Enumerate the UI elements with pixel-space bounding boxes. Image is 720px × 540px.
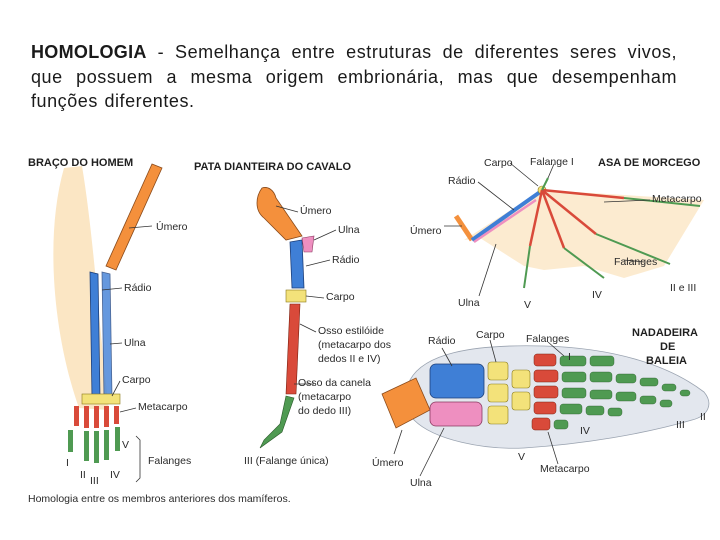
whale-label-ulna: Ulna (410, 477, 432, 489)
human-digit-4: IV (110, 469, 120, 481)
human-label-carpo: Carpo (122, 374, 151, 386)
whale-ulna (430, 402, 482, 426)
bat-title: ASA DE MORCEGO (598, 157, 701, 169)
whale-radius (430, 364, 484, 398)
horse-label-ulna: Ulna (338, 224, 360, 236)
horse-carpals (286, 290, 306, 302)
figure-caption: Homologia entre os membros anteriores do… (28, 493, 291, 505)
human-metacarpals (74, 406, 119, 428)
human-ulna (102, 272, 112, 398)
human-label-umero: Úmero (156, 220, 188, 233)
human-humerus (106, 164, 162, 270)
whale-digit-4: IV (580, 425, 590, 437)
horse-label-carpo: Carpo (326, 291, 355, 303)
human-carpals (82, 394, 120, 404)
bat-label-ulna: Ulna (458, 297, 480, 309)
human-arm-skin (53, 166, 109, 410)
horse-label-radio: Rádio (332, 254, 360, 266)
whale-label-metacarpo: Metacarpo (540, 463, 590, 475)
horse-humerus (257, 187, 302, 240)
human-digit-2: II (80, 469, 86, 481)
horse-leg-diagram: PATA DIANTEIRA DO CAVALO Úmero Ulna Rádi… (194, 161, 391, 467)
bat-digit-4: IV (592, 289, 602, 301)
bat-label-metacarpo: Metacarpo (652, 193, 702, 205)
horse-radius (290, 240, 304, 288)
horse-label-falange-unica: III (Falange única) (244, 455, 329, 467)
human-title: BRAÇO DO HOMEM (28, 157, 133, 169)
whale-label-umero: Úmero (372, 456, 404, 469)
horse-label-umero: Úmero (300, 204, 332, 217)
bat-label-radio: Rádio (448, 175, 476, 187)
horse-label-estiloide-detail-1: (metacarpo dos (318, 339, 391, 351)
human-phalanges (68, 427, 120, 463)
horse-title: PATA DIANTEIRA DO CAVALO (194, 161, 351, 173)
horse-label-osso-estiloide: Osso estilóide (318, 325, 384, 337)
whale-title-line-2: DE (660, 341, 675, 353)
homology-figure: BRAÇO DO HOMEM Úmero Rádio Ulna Carpo Me… (24, 148, 714, 510)
whale-digit-3: III (676, 419, 685, 431)
bat-label-umero: Úmero (410, 224, 442, 237)
whale-digit-2: II (700, 411, 706, 423)
human-digit-1: I (66, 457, 69, 469)
horse-phalanx (260, 396, 294, 448)
human-label-ulna: Ulna (124, 337, 146, 349)
horse-ulna (302, 236, 314, 252)
bat-digit-5: V (524, 299, 531, 311)
whale-label-carpo: Carpo (476, 329, 505, 341)
bat-wing-diagram: ASA DE MORCEGO Carpo Falange I Rádio Met… (410, 156, 704, 311)
human-digit-3: III (90, 475, 99, 487)
human-label-metacarpo: Metacarpo (138, 401, 188, 413)
human-arm-diagram: BRAÇO DO HOMEM Úmero Rádio Ulna Carpo Me… (28, 157, 191, 487)
term-homologia: HOMOLOGIA (31, 42, 147, 62)
horse-label-estiloide-detail-2: dedos II e IV) (318, 353, 380, 365)
whale-label-radio: Rádio (428, 335, 456, 347)
bat-humerus (456, 216, 472, 240)
whale-flipper-diagram: NADADEIRA DE BALEIA Rádio Carpo Falanges… (372, 327, 709, 489)
definition-paragraph: HOMOLOGIA - Semelhança entre estruturas … (31, 40, 677, 114)
bat-label-falanges: Falanges (614, 256, 657, 268)
whale-title-line-1: NADADEIRA (632, 327, 698, 339)
bat-label-falange-1: Falange I (530, 156, 574, 168)
whale-title-line-3: BALEIA (646, 355, 687, 367)
horse-label-osso-canela: Osso da canela (298, 377, 371, 389)
whale-label-falanges: Falanges (526, 333, 569, 345)
human-radius (90, 272, 100, 398)
bat-label-carpo: Carpo (484, 157, 513, 169)
horse-label-canela-detail-1: (metacarpo (298, 391, 351, 403)
human-digit-5: V (122, 439, 129, 451)
human-label-radio: Rádio (124, 282, 152, 294)
horse-label-canela-detail-2: do dedo III) (298, 405, 351, 417)
bat-digit-2-3: II e III (670, 282, 696, 294)
whale-digit-1: I (568, 351, 571, 363)
whale-digit-5: V (518, 451, 525, 463)
human-label-falanges: Falanges (148, 455, 191, 467)
